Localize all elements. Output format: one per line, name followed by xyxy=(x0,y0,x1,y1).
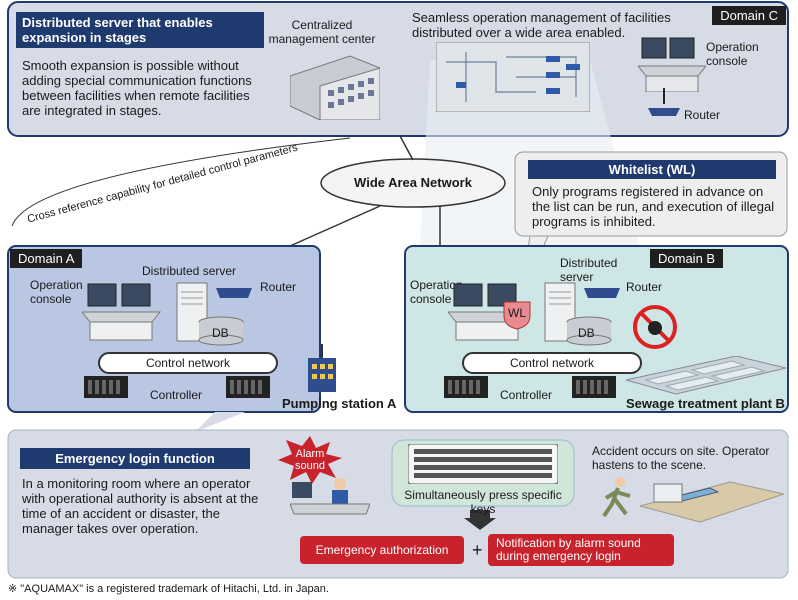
feature-text: Smooth expansion is possible without add… xyxy=(22,58,252,118)
building-icon xyxy=(290,55,380,120)
controller-label-b: Controller xyxy=(500,388,553,402)
site-label-b: Sewage treatment plant B xyxy=(626,396,785,411)
domain-b-tag: Domain B xyxy=(650,249,724,268)
router-label-c: Router xyxy=(684,108,721,122)
site-label-a: Pumping station A xyxy=(282,396,397,411)
controller-a-left-icon xyxy=(84,376,128,398)
server-label-b: Distributed server xyxy=(560,256,618,284)
blocked-malware-icon xyxy=(633,305,677,349)
keys-label: Simultaneously press specific keys xyxy=(404,488,562,516)
operator-at-desk-icon xyxy=(290,478,370,515)
controller-a-right-icon xyxy=(226,376,270,398)
db-label-b: DB xyxy=(578,326,595,340)
controller-b-right-icon xyxy=(572,376,616,398)
wl-badge: WL xyxy=(508,306,526,320)
db-a-icon xyxy=(198,316,244,346)
controller-b-left-icon xyxy=(444,376,488,398)
router-a-icon xyxy=(216,288,252,298)
emergency-authorization-button[interactable]: Emergency authorization xyxy=(300,536,464,564)
console-label-c: Operation console xyxy=(706,40,759,68)
server-label-a: Distributed server xyxy=(142,264,237,278)
router-label-b: Router xyxy=(626,280,663,294)
control-network-a: Control network xyxy=(98,352,278,374)
pumping-station-icon xyxy=(308,344,336,392)
keyboard-icon xyxy=(408,444,558,484)
site-facility-icon xyxy=(640,481,784,523)
control-network-b: Control network xyxy=(462,352,642,374)
accident-text: Accident occurs on site. Operator hasten… xyxy=(592,444,770,472)
router-icon xyxy=(648,88,680,116)
console-label-a: Operation console xyxy=(30,278,83,306)
db-b-icon xyxy=(566,316,612,346)
console-label-b: Operation console xyxy=(410,278,463,306)
scada-screen-icon xyxy=(436,42,590,112)
router-b-icon xyxy=(584,288,620,298)
feature-title: Distributed server that enables expansio… xyxy=(16,12,264,48)
center-label: Centralized management center xyxy=(268,18,376,46)
whitelist-text: Only programs registered in advance on t… xyxy=(532,184,775,229)
operation-console-icon xyxy=(638,37,706,92)
controller-label-a: Controller xyxy=(150,388,203,402)
alarm-notification-button[interactable]: Notification by alarm sound during emerg… xyxy=(488,534,674,566)
wan-label: Wide Area Network xyxy=(354,175,472,190)
router-label-a: Router xyxy=(260,280,297,294)
emergency-text: In a monitoring room where an operator w… xyxy=(22,476,259,536)
alarm-burst-icon xyxy=(278,436,342,484)
domain-c-tag: Domain C xyxy=(712,6,786,25)
footnote: ※ "AQUAMAX" is a registered trademark of… xyxy=(8,583,329,595)
operation-console-a-icon xyxy=(82,283,162,341)
whitelist-title: Whitelist (WL) xyxy=(528,160,776,179)
alarm-label: Alarm sound xyxy=(295,448,325,472)
domain-a-tag: Domain A xyxy=(10,249,83,268)
plus-sign: + xyxy=(472,540,483,560)
wl-shield-icon xyxy=(503,301,531,330)
treatment-plant-icon xyxy=(626,356,786,395)
emergency-title: Emergency login function xyxy=(20,448,250,469)
db-label-a: DB xyxy=(212,326,229,340)
running-operator-icon xyxy=(602,477,631,518)
seamless-text: Seamless operation management of facilit… xyxy=(412,10,671,40)
